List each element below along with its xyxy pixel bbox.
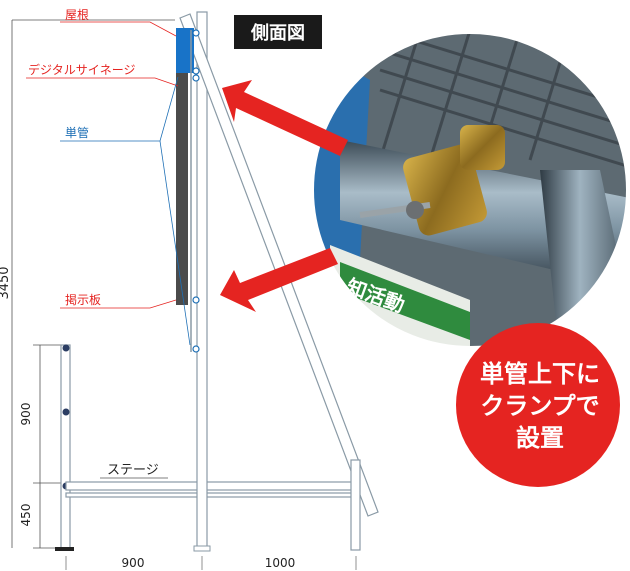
single-pipe-label: 単管	[65, 125, 89, 140]
dimension-left-width: 900	[122, 556, 145, 570]
stage-railing-post	[55, 344, 74, 551]
clamp-photo: 知活動	[312, 32, 628, 348]
title-box: 側面図	[234, 15, 322, 49]
callout-line1: 単管上下に	[480, 360, 600, 388]
roof-panel	[176, 28, 194, 73]
stage-beam	[65, 481, 367, 498]
arrow-upper	[222, 80, 348, 156]
callout-line3: 設置	[516, 424, 564, 452]
signage-label: デジタルサイネージ	[28, 62, 136, 77]
digital-signage-panel	[176, 73, 188, 305]
dimension-upper-height: 900	[19, 403, 33, 426]
clamp-markers	[192, 29, 200, 353]
roof-label: 屋根	[65, 8, 89, 22]
callout-line2: クランプで	[480, 392, 599, 420]
diagonal-brace	[179, 13, 379, 517]
dimension-line-stage	[33, 344, 62, 549]
dimension-line-bottom	[65, 556, 357, 570]
stage-label: ステージ	[107, 463, 159, 478]
arrow-lower	[220, 248, 338, 312]
dimension-lower-height: 450	[19, 504, 33, 527]
dimension-right-width: 1000	[265, 556, 296, 570]
photo-frame	[310, 30, 630, 350]
dimension-line-total	[11, 19, 175, 548]
callout-badge	[456, 323, 620, 487]
dimension-total-height: 3450	[0, 266, 12, 299]
main-vertical-pipe	[193, 11, 211, 552]
annotation-leaders	[26, 21, 191, 346]
rear-post	[350, 459, 361, 551]
notice-board-label: 掲示板	[65, 292, 101, 307]
clamp-hardware	[359, 125, 505, 236]
page-title: 側面図	[250, 22, 305, 44]
